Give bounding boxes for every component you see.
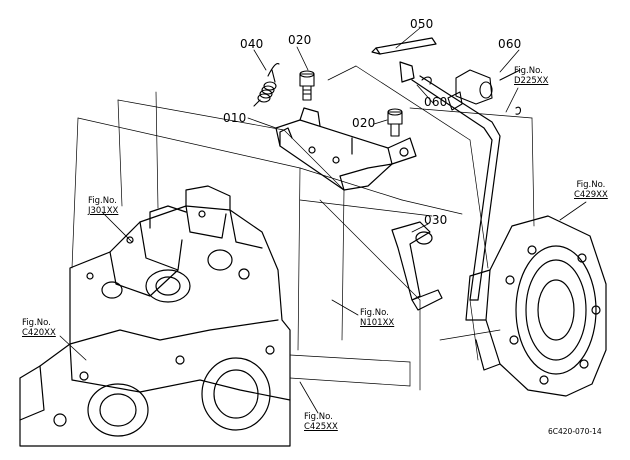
spring-040 <box>253 63 280 107</box>
part-label-020-lower: 020 <box>352 116 376 130</box>
housing-c429 <box>465 215 607 397</box>
part-label-030: 030 <box>424 213 448 227</box>
fig-ref-code: C429XX <box>574 190 608 200</box>
fig-ref-code: C425XX <box>304 422 338 432</box>
leader-lines <box>59 27 587 414</box>
fig-ref-code: N101XX <box>360 318 395 328</box>
transmission-case <box>19 185 291 447</box>
fig-ref-j301: Fig.No. J301XX <box>88 196 118 216</box>
rod-050 <box>371 37 501 301</box>
fig-ref-prefix: Fig.No. <box>514 66 543 76</box>
fig-ref-code: J301XX <box>88 206 119 216</box>
fig-ref-prefix: Fig.No. <box>88 196 117 206</box>
fig-ref-code: C420XX <box>22 328 56 338</box>
fig-ref-c425: Fig.No. C425XX <box>304 412 338 432</box>
lever-030 <box>391 221 443 311</box>
fig-ref-prefix: Fig.No. <box>304 412 333 422</box>
part-label-060-right: 060 <box>498 37 522 51</box>
fig-ref-d225: Fig.No. D225XX <box>514 66 548 86</box>
bracket-010 <box>275 107 417 191</box>
part-label-020-upper: 020 <box>288 33 312 47</box>
fig-ref-prefix: Fig.No. <box>576 180 606 190</box>
fig-ref-prefix: Fig.No. <box>22 318 51 328</box>
fig-ref-prefix: Fig.No. <box>360 308 389 318</box>
part-label-010: 010 <box>223 111 247 125</box>
fig-ref-c420: Fig.No. C420XX <box>22 318 56 338</box>
diagram-code: 6C420-070-14 <box>548 427 602 436</box>
fig-ref-n101: Fig.No. N101XX <box>360 308 394 328</box>
bolt-020-upper <box>299 70 315 101</box>
part-label-040: 040 <box>240 37 264 51</box>
pin-060-set <box>421 69 522 115</box>
fig-ref-code: D225XX <box>514 76 549 86</box>
bolt-020-lower <box>387 108 403 137</box>
fig-ref-c429: Fig.No. C429XX <box>574 180 608 200</box>
part-label-060-center: 060 <box>424 95 448 109</box>
part-label-050: 050 <box>410 17 434 31</box>
